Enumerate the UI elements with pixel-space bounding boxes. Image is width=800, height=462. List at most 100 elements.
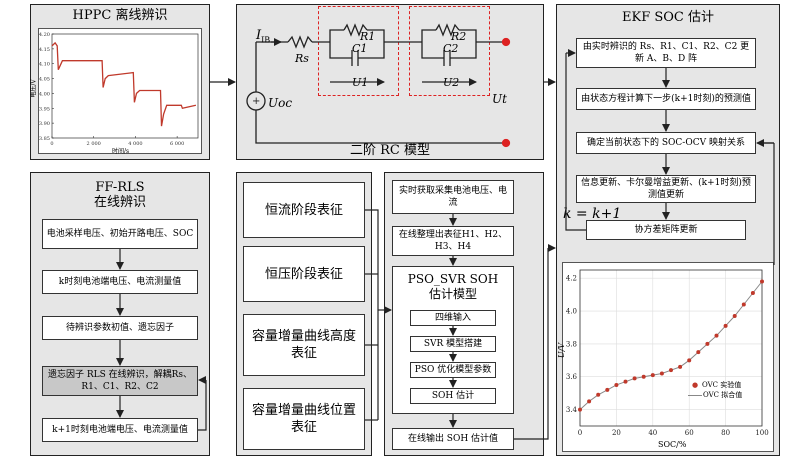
rc2-bot-left bbox=[421, 42, 444, 59]
circuit-c1-label: C1 bbox=[352, 42, 368, 55]
ekf-title: EKF SOC 估计 bbox=[622, 10, 714, 25]
ekf-step-1: 由实时辨识的 Rs、R1、C1、R2、C2 更新 A、B、D 阵 bbox=[576, 38, 756, 68]
soh-sub-2: SVR 模型搭建 bbox=[410, 336, 496, 352]
soc-exp-point bbox=[678, 364, 683, 369]
circuit-c2-label: C2 bbox=[443, 42, 459, 55]
rc2-top-left bbox=[421, 29, 436, 42]
circuit-u2-label: U2 bbox=[443, 76, 460, 89]
ekf-step-4: 信息更新、卡尔曼增益更新、(k+1时刻)预测值更新 bbox=[576, 175, 756, 203]
resistor-rs-icon bbox=[287, 35, 313, 49]
soh-sub-1: 四维输入 bbox=[410, 310, 496, 326]
soc-ytick-label: 3.4 bbox=[566, 406, 578, 414]
soh-sub-4: SOH 估计 bbox=[410, 388, 496, 404]
rc2-dashed-box bbox=[409, 6, 490, 96]
terminal-negative-icon bbox=[501, 138, 511, 148]
circuit-panel bbox=[236, 4, 544, 160]
soc-exp-point bbox=[687, 358, 692, 363]
line-ekf-loop bbox=[565, 53, 586, 231]
legend-item-fit: OVC 拟合值 bbox=[688, 390, 742, 400]
ffrls-step-2: k时刻电池端电压、电流测量值 bbox=[42, 270, 198, 294]
soc-exp-point bbox=[732, 313, 737, 318]
soh-step-2: 在线整理出表征H1、H2、H3、H4 bbox=[392, 226, 514, 256]
rc2-top-right bbox=[459, 29, 477, 42]
soh-step-1: 实时获取采集电池电压、电流 bbox=[392, 180, 514, 214]
ekf-step-5: 协方差矩阵更新 bbox=[586, 220, 746, 240]
soc-exp-point bbox=[669, 368, 673, 373]
soc-ytick-label: 3.8 bbox=[566, 340, 577, 348]
soc-exp-point bbox=[650, 373, 655, 378]
circuit-r2-label: R2 bbox=[451, 30, 467, 43]
circuit-schematic: + bbox=[246, 23, 511, 148]
soc-xtick-label: 80 bbox=[721, 429, 730, 437]
circuit-rs-label: Rs bbox=[295, 52, 309, 65]
soc-exp-point bbox=[623, 379, 628, 384]
wire-bottom bbox=[255, 110, 504, 144]
ekf-step-2: 由状态方程计算下一步(k+1时刻)的预测值 bbox=[576, 88, 756, 110]
resistor-r2-icon bbox=[435, 23, 460, 37]
soc-ocv-chart-box bbox=[562, 262, 774, 452]
ekf-step-3: 确定当前状态下的 SOC-OCV 映射关系 bbox=[576, 132, 756, 154]
circuit-title: 二阶 RC 模型 bbox=[350, 143, 430, 158]
ffrls-step-5: k+1时刻电池端电压、电流测量值 bbox=[42, 418, 198, 442]
legend-item-exp: ●OVC 实验值 bbox=[688, 380, 742, 390]
soc-exp-point bbox=[614, 382, 619, 387]
hppc-ylabel: 电压/V bbox=[30, 79, 38, 98]
soc-exp-point bbox=[641, 374, 646, 379]
soc-exp-point bbox=[587, 399, 592, 404]
soc-exp-point bbox=[605, 387, 610, 392]
soc-exp-point bbox=[750, 290, 755, 295]
soc-exp-point bbox=[705, 341, 710, 346]
hppc-xlabel: 时间/s bbox=[112, 148, 130, 155]
soc-ytick-label: 4.0 bbox=[566, 308, 577, 316]
soc-exp-point bbox=[741, 302, 746, 307]
circuit-uoc-label: Uoc bbox=[268, 96, 293, 110]
ffrls-step-3: 待辨识参数初值、遗忘因子 bbox=[42, 316, 198, 340]
soc-xlabel: SOC/% bbox=[658, 440, 687, 449]
line-ffrls-loop bbox=[198, 380, 207, 431]
feature-ic-position: 容量增量曲线位置表征 bbox=[243, 388, 365, 450]
soc-xtick-label: 100 bbox=[755, 429, 768, 437]
soc-exp-point bbox=[659, 371, 664, 376]
rc2-bot-right bbox=[450, 42, 477, 59]
feature-cc: 恒流阶段表征 bbox=[243, 182, 365, 238]
rc1-top-right bbox=[367, 29, 385, 42]
line-features-bus bbox=[365, 209, 379, 420]
legend-label-exp: OVC 实验值 bbox=[702, 381, 742, 389]
soc-plot-frame bbox=[579, 269, 763, 427]
circuit-ib-label: IIB bbox=[256, 28, 271, 45]
terminal-positive-icon bbox=[501, 37, 511, 47]
soh-sub-3: PSO 优化模型参数 bbox=[410, 362, 496, 378]
soc-exp-point bbox=[714, 333, 719, 338]
line-chart-ekf bbox=[760, 142, 775, 265]
feature-cv: 恒压阶段表征 bbox=[243, 246, 365, 302]
soc-exp-point bbox=[596, 392, 601, 397]
ffrls-title-2: 在线辨识 bbox=[93, 195, 146, 210]
legend-marker-exp: ● bbox=[691, 381, 699, 389]
soc-ylabel: U/V bbox=[557, 342, 567, 359]
soc-exp-point bbox=[632, 376, 637, 381]
legend-marker-fit bbox=[688, 394, 702, 396]
soc-xtick-label: 0 bbox=[578, 429, 582, 437]
soc-xtick-label: 20 bbox=[612, 429, 621, 437]
feature-ic-height: 容量增量曲线高度表征 bbox=[243, 314, 365, 376]
ekf-loop-label: k = k+1 bbox=[563, 206, 622, 222]
circuit-ib-text: IB bbox=[261, 35, 271, 45]
soh-model-title-2: 估计模型 bbox=[428, 287, 477, 301]
battery-uoc-icon bbox=[246, 91, 266, 111]
legend-label-fit: OVC 拟合值 bbox=[703, 391, 743, 399]
circuit-ut-label: Ut bbox=[492, 92, 507, 106]
rc1-bot-right bbox=[358, 42, 385, 59]
soc-ytick-label: 3.6 bbox=[566, 373, 578, 381]
soc-xtick-label: 60 bbox=[685, 429, 694, 437]
ffrls-title-1: FF-RLS bbox=[95, 180, 145, 195]
battery-plus-icon: + bbox=[252, 96, 260, 107]
rc1-top-left bbox=[329, 29, 344, 42]
soc-exp-point bbox=[723, 323, 728, 328]
rc1-dashed-box bbox=[318, 6, 399, 96]
line-soh-ekf bbox=[514, 248, 549, 440]
soc-exp-point bbox=[578, 407, 582, 412]
soc-ytick-label: 4.2 bbox=[566, 275, 577, 283]
